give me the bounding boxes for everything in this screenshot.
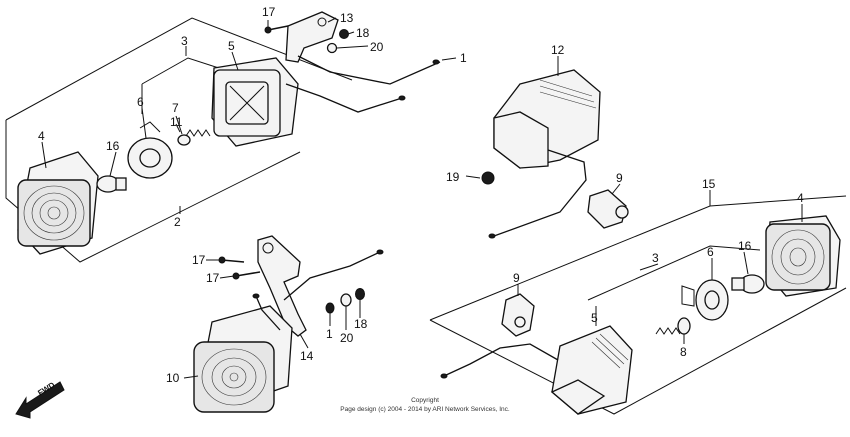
socket-6-left bbox=[127, 121, 173, 179]
stay-14 bbox=[257, 235, 307, 337]
right-turn-signal-assembly bbox=[429, 195, 847, 415]
callout-20-top: 20 bbox=[370, 40, 384, 54]
socket-6-right bbox=[681, 279, 729, 321]
callout-3-left: 3 bbox=[181, 34, 188, 48]
bulb-16-left bbox=[96, 175, 127, 193]
callout-18-lower: 18 bbox=[354, 317, 368, 331]
housing-5-left bbox=[211, 57, 299, 147]
callout-labels: 17 13 18 20 1 3 5 6 7 11 4 16 2 12 19 9 … bbox=[38, 5, 804, 385]
nut-19 bbox=[481, 171, 495, 185]
callout-1-top: 1 bbox=[460, 51, 467, 65]
wire-lower-b bbox=[255, 295, 281, 331]
stay-13 bbox=[285, 11, 339, 63]
callout-1-lower: 1 bbox=[326, 327, 333, 341]
bolt-17-lower-a bbox=[218, 256, 245, 264]
callout-9-right: 9 bbox=[513, 271, 520, 285]
washer-20-lower bbox=[340, 293, 352, 307]
center-top-assembly bbox=[481, 69, 629, 239]
callout-6-left: 6 bbox=[137, 95, 144, 109]
callout-16-left: 16 bbox=[106, 139, 120, 153]
callout-14: 14 bbox=[300, 349, 314, 363]
cap-7 bbox=[177, 134, 191, 146]
lens-10 bbox=[193, 305, 293, 413]
callout-11: 11 bbox=[170, 115, 183, 129]
spring-8 bbox=[655, 317, 691, 335]
bolt-17-lower-b bbox=[232, 271, 261, 280]
callout-5-left: 5 bbox=[228, 39, 235, 53]
lower-center-assembly bbox=[193, 235, 384, 413]
callout-9-top: 9 bbox=[616, 171, 623, 185]
left-upper-turn-signal-assembly bbox=[5, 11, 441, 263]
callout-13: 13 bbox=[340, 11, 354, 25]
copyright-line-2: Page design (c) 2004 - 2014 by ARI Netwo… bbox=[340, 406, 510, 413]
callout-16-right: 16 bbox=[738, 239, 752, 253]
callout-10: 10 bbox=[166, 371, 180, 385]
lens-4-left bbox=[17, 151, 99, 255]
leader-lines bbox=[41, 17, 803, 379]
spring-11 bbox=[185, 129, 211, 137]
callout-4-left: 4 bbox=[38, 129, 45, 143]
nut-18-lower bbox=[355, 288, 365, 300]
nut-18-top bbox=[339, 29, 349, 39]
callout-2: 2 bbox=[174, 215, 181, 229]
copyright-line-1: Copyright bbox=[411, 397, 439, 404]
wire-upper-left-lower bbox=[285, 83, 403, 113]
housing-5-right bbox=[550, 325, 633, 415]
callout-6-right: 6 bbox=[707, 245, 714, 259]
socket-9-right bbox=[501, 293, 535, 337]
wire-center bbox=[493, 149, 587, 237]
callout-17-top: 17 bbox=[262, 5, 276, 19]
wire-right bbox=[443, 343, 559, 377]
copyright-notice: Copyright Page design (c) 2004 - 2014 by… bbox=[340, 397, 510, 413]
wire-lower bbox=[283, 251, 381, 301]
callout-19: 19 bbox=[446, 170, 460, 184]
forward-arrow: FWD bbox=[15, 380, 65, 419]
lens-4-right bbox=[765, 215, 841, 297]
bolt-17-top bbox=[264, 25, 289, 34]
bulb-16-right bbox=[731, 274, 765, 294]
callout-18-top: 18 bbox=[356, 26, 370, 40]
washer-20-top bbox=[326, 42, 338, 54]
socket-9-top bbox=[587, 189, 629, 229]
callout-17-lower-b: 17 bbox=[206, 271, 220, 285]
callout-4-right: 4 bbox=[797, 191, 804, 205]
callout-15: 15 bbox=[702, 177, 716, 191]
callout-20-lower: 20 bbox=[340, 331, 354, 345]
housing-12 bbox=[493, 69, 601, 169]
callout-5-right: 5 bbox=[591, 311, 598, 325]
bolt-1-lower bbox=[325, 302, 335, 314]
callout-7: 7 bbox=[172, 101, 179, 115]
wire-upper-left bbox=[297, 55, 441, 85]
callout-3-right: 3 bbox=[652, 251, 659, 265]
callout-12: 12 bbox=[551, 43, 565, 57]
callout-8: 8 bbox=[680, 345, 687, 359]
callout-17-lower-a: 17 bbox=[192, 253, 206, 267]
